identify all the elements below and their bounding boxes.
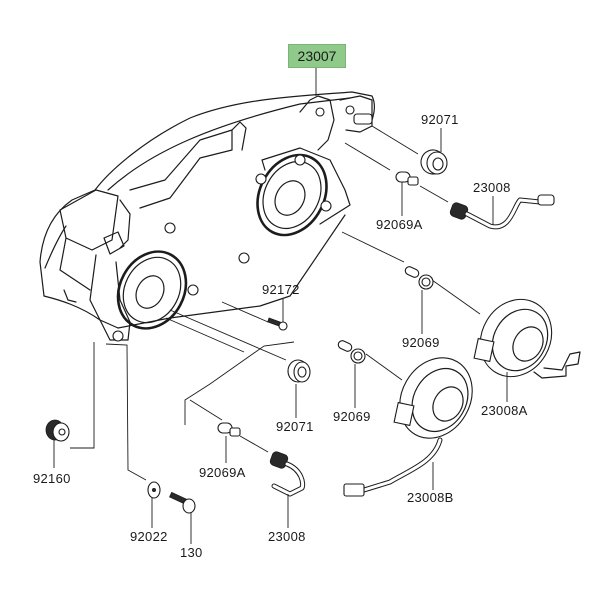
socket-wire-lower[interactable] [269, 451, 306, 528]
part-label-23008A[interactable]: 23008A [481, 403, 528, 418]
cover-lower[interactable] [343, 345, 486, 497]
bulb-center[interactable] [337, 339, 366, 408]
part-label-92069-right[interactable]: 92069 [402, 335, 440, 350]
part-label-92022[interactable]: 92022 [130, 529, 168, 544]
part-label-23008-lower[interactable]: 23008 [268, 529, 306, 544]
damper[interactable] [45, 419, 70, 468]
part-label-23008-upper[interactable]: 23008 [473, 180, 511, 195]
grommet-upper[interactable] [418, 128, 449, 177]
grommet-lower[interactable] [287, 359, 311, 418]
part-label-92071-upper[interactable]: 92071 [421, 112, 459, 127]
part-label-92071-lower[interactable]: 92071 [276, 419, 314, 434]
part-label-92069-center[interactable]: 92069 [333, 409, 371, 424]
bulb-small-upper[interactable] [395, 171, 419, 216]
part-label-92160[interactable]: 92160 [33, 471, 71, 486]
bulb-right[interactable] [404, 265, 434, 334]
guide-lines [70, 66, 481, 481]
part-label-92069A-upper[interactable]: 92069A [376, 217, 423, 232]
cover-right[interactable] [467, 286, 581, 402]
headlight-housing[interactable] [39, 91, 375, 342]
part-label-92172[interactable]: 92172 [262, 282, 300, 297]
screw[interactable] [267, 298, 288, 331]
part-label-23007[interactable]: 23007 [288, 44, 346, 68]
bulb-small-lower[interactable] [217, 422, 241, 463]
bolt[interactable] [169, 491, 196, 544]
part-label-130[interactable]: 130 [180, 545, 203, 560]
part-label-92069A-lower[interactable]: 92069A [199, 465, 246, 480]
washer[interactable] [147, 481, 161, 528]
socket-wire-upper[interactable] [449, 194, 555, 230]
part-label-23008B[interactable]: 23008B [407, 490, 454, 505]
